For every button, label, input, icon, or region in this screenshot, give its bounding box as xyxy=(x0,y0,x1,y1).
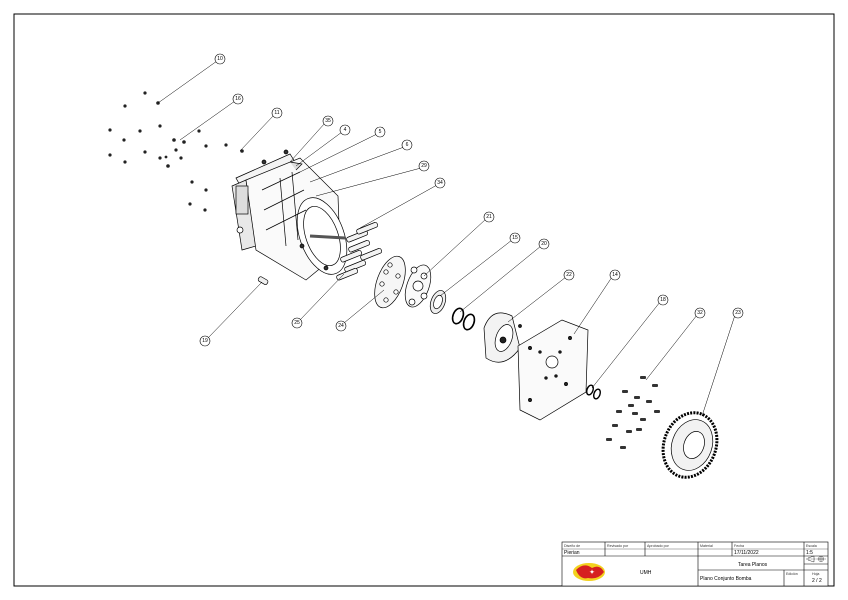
subject-name: Tarea Planos xyxy=(738,562,768,568)
balloon-23: 23 xyxy=(732,307,744,319)
svg-text:5: 5 xyxy=(379,129,382,135)
svg-text:11: 11 xyxy=(274,110,279,116)
material-label: Material xyxy=(700,544,713,548)
svg-text:6: 6 xyxy=(406,142,409,148)
svg-text:4: 4 xyxy=(344,127,347,133)
date-label: Fecha xyxy=(734,544,744,548)
svg-text:18: 18 xyxy=(660,297,666,303)
fastener-cluster-left xyxy=(108,91,244,212)
svg-text:10: 10 xyxy=(217,56,223,62)
pump-housing xyxy=(231,149,348,281)
svg-text:24: 24 xyxy=(338,323,344,329)
svg-text:29: 29 xyxy=(421,163,427,169)
balloon-18: 18 xyxy=(657,294,669,306)
svg-text:35: 35 xyxy=(325,118,331,124)
balloon-24: 24 xyxy=(335,320,347,332)
balloon-21: 21 xyxy=(483,211,495,223)
scale-label: Escala xyxy=(806,544,817,548)
balloon-5: 5 xyxy=(374,126,386,138)
sheet-value: 2 / 2 xyxy=(812,578,822,584)
svg-text:32: 32 xyxy=(697,310,703,316)
institution-name: UMH xyxy=(640,570,652,576)
title-block xyxy=(561,541,829,587)
svg-text:21: 21 xyxy=(486,214,492,220)
balloon-6: 6 xyxy=(401,139,413,151)
bolt-cluster xyxy=(606,376,660,449)
drawing-title: Plano Conjunto Bomba xyxy=(700,576,752,582)
balloon-14: 14 xyxy=(609,269,621,281)
balloon-34: 34 xyxy=(434,177,446,189)
callouts xyxy=(157,60,736,417)
balloons-layer: 10 16 11 35 4 5 6 29 34 21 15 20 22 14 1… xyxy=(199,53,744,347)
balloon-29: 29 xyxy=(418,160,430,172)
balloon-19: 19 xyxy=(199,335,211,347)
svg-text:15: 15 xyxy=(512,235,518,241)
svg-text:14: 14 xyxy=(612,272,618,278)
designed-by-value: Pierian xyxy=(564,550,580,556)
key-part xyxy=(257,276,269,285)
sheet-label: Hoja xyxy=(812,572,819,576)
exploded-assembly xyxy=(108,91,719,479)
balloon-11: 11 xyxy=(271,107,283,119)
scale-value: 1:5 xyxy=(806,550,813,556)
balloon-15: 15 xyxy=(509,232,521,244)
designed-by-label: Diseño de xyxy=(564,544,580,548)
balloon-4: 4 xyxy=(339,124,351,136)
drawing-border xyxy=(13,13,835,587)
date-value: 17/11/2022 xyxy=(734,550,759,556)
bearing xyxy=(429,290,447,314)
svg-text:34: 34 xyxy=(437,180,443,186)
reviewed-by-label: Revisado por xyxy=(607,544,629,548)
balloon-10: 10 xyxy=(214,53,226,65)
drive-gear xyxy=(661,411,719,479)
svg-text:16: 16 xyxy=(235,96,241,102)
svg-text:✦: ✦ xyxy=(589,569,594,576)
o-rings xyxy=(586,384,601,400)
svg-text:25: 25 xyxy=(294,320,300,326)
end-cover xyxy=(483,312,522,363)
balloon-16: 16 xyxy=(232,93,244,105)
piston-set xyxy=(336,222,383,281)
svg-text:23: 23 xyxy=(735,310,741,316)
seal-rings xyxy=(451,307,476,331)
edition-label: Edición xyxy=(786,572,798,576)
balloon-35: 35 xyxy=(322,115,334,127)
svg-text:19: 19 xyxy=(202,338,208,344)
balloon-20: 20 xyxy=(538,238,550,250)
approved-by-label: Aprobado por xyxy=(647,544,670,548)
balloon-22: 22 xyxy=(563,269,575,281)
back-plate xyxy=(517,319,589,421)
balloon-25: 25 xyxy=(291,317,303,329)
balloon-32: 32 xyxy=(694,307,706,319)
svg-text:20: 20 xyxy=(541,241,547,247)
svg-text:22: 22 xyxy=(566,272,572,278)
swash-plate xyxy=(374,255,406,309)
umh-logo: ✦ xyxy=(573,563,605,581)
projection-symbol xyxy=(806,555,826,563)
title-block-text: Diseño de Pierian Revisado por Aprobado … xyxy=(564,544,822,584)
